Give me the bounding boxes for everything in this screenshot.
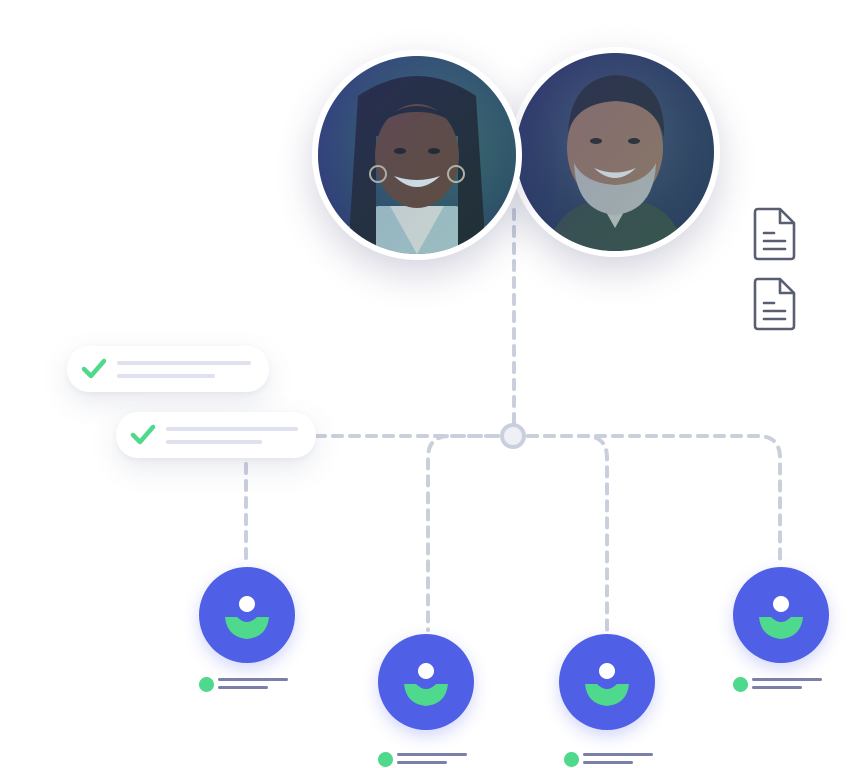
document-icon (753, 207, 796, 261)
status-dot (378, 752, 393, 767)
text-line (583, 753, 653, 756)
text-line (397, 753, 467, 756)
user-node (378, 634, 474, 730)
user-icon (585, 663, 629, 706)
status-dot (199, 677, 214, 692)
status-dot (564, 752, 579, 767)
user-node (559, 634, 655, 730)
task-card (67, 346, 269, 392)
task-line (166, 440, 262, 444)
text-line (752, 678, 822, 681)
user-icon (404, 663, 448, 706)
avatar (510, 47, 720, 257)
status-dot (733, 677, 748, 692)
checkmark-icon (81, 358, 107, 379)
task-card (116, 412, 316, 458)
avatar (312, 50, 522, 260)
junction-node (500, 423, 526, 449)
text-line (218, 678, 288, 681)
user-node (199, 567, 295, 663)
user-node (733, 567, 829, 663)
task-line (166, 427, 298, 431)
person-photo-icon (516, 53, 714, 251)
text-line (583, 761, 633, 764)
document-icon (753, 277, 796, 331)
text-line (397, 761, 447, 764)
text-line (752, 686, 802, 689)
user-icon (225, 596, 269, 639)
text-line (218, 686, 268, 689)
task-line (117, 374, 215, 378)
person-photo-icon (318, 56, 516, 254)
task-line (117, 361, 251, 365)
user-icon (759, 596, 803, 639)
checkmark-icon (130, 424, 156, 445)
